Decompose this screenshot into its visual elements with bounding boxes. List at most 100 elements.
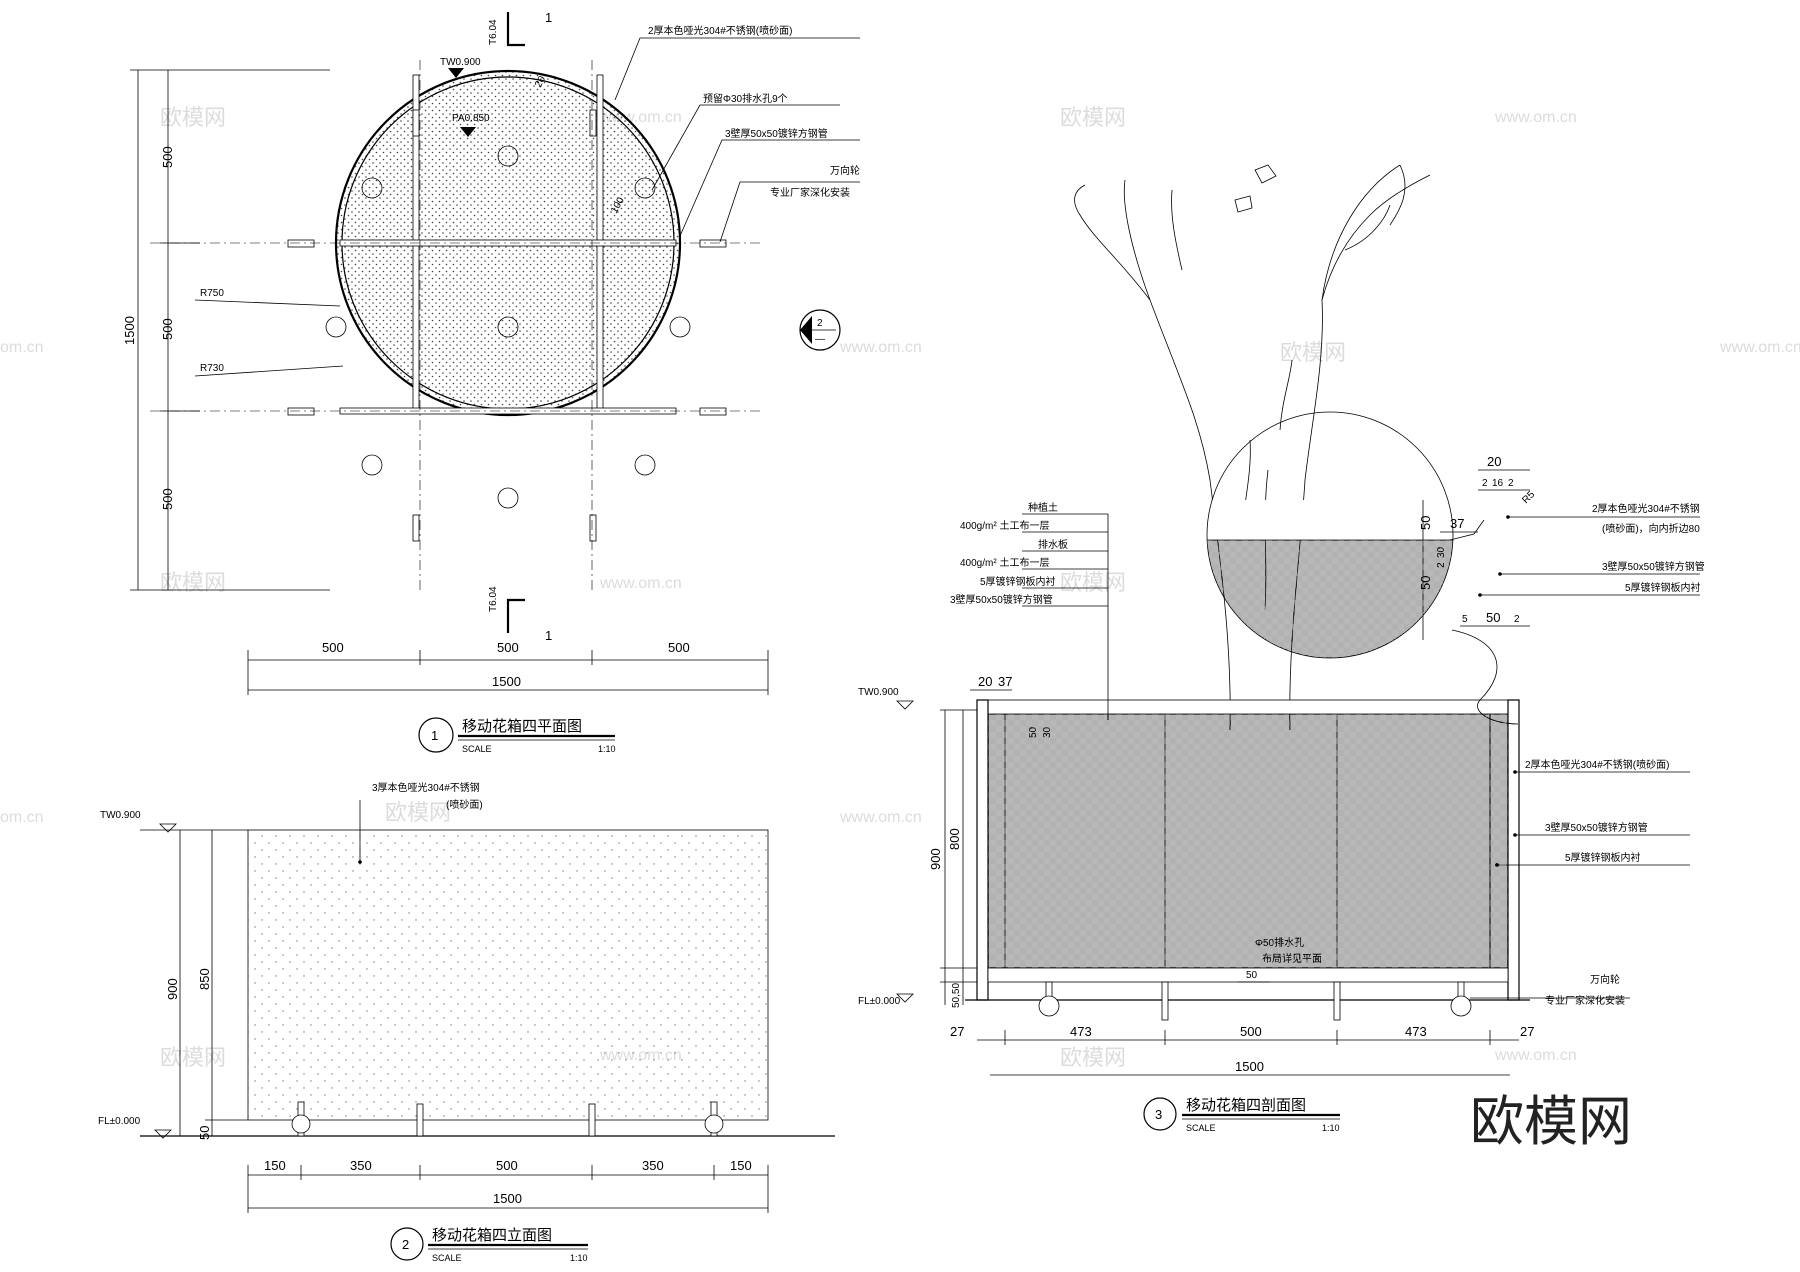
section-drain-note: 布局详见平面 (1262, 952, 1322, 965)
section-right-note: 3壁厚50x50镀锌方钢管 (1545, 821, 1648, 834)
plan-scale-value: 1:10 (598, 744, 616, 754)
plan-tw-label: TW0.900 (440, 57, 481, 68)
plan-scale-label: SCALE (462, 744, 492, 754)
detail-dim-top: 2 (1508, 478, 1514, 489)
plan-radius-outer: R750 (200, 288, 224, 299)
elevation-dim-box-height: 850 (197, 968, 212, 990)
section-dim-horizontal: 473 (1405, 1024, 1427, 1039)
elevation-dim-total-height: 900 (165, 978, 180, 1000)
brand-logo-text: 欧模网 (1470, 1092, 1632, 1152)
plan-section-marks: 1 1 T6.04 T6.04 (488, 10, 552, 643)
section-scale-value: 1:10 (1322, 1123, 1340, 1133)
section-dim-20: 20 (978, 674, 992, 689)
section-top-dims: 20 37 50 30 (970, 674, 1053, 738)
plan-title-block: 1 移动花箱四平面图 SCALE 1:10 (418, 717, 616, 754)
elevation-level-marks: TW0.900 FL±0.000 (98, 810, 177, 1139)
plan-title-number: 1 (431, 728, 438, 743)
section-top-tube (987, 699, 1509, 715)
elevation-box-face (247, 829, 769, 1121)
elevation-wheels-legs (291, 1101, 724, 1137)
section-soil-fill (987, 709, 1509, 969)
elevation-dim-horizontal: 500 (496, 1158, 518, 1173)
section-right-note: 5厚镀锌钢板内衬 (1565, 851, 1641, 864)
section-fl-label: FL±0.000 (858, 996, 901, 1007)
detail-dim-50h: 50 (1486, 610, 1500, 625)
detail-dim-5: 5 (1462, 614, 1468, 625)
plan-note: 专业厂家深化安装 (770, 186, 850, 199)
watermark-brand: 欧模网 (160, 105, 226, 130)
section-dim-37: 37 (998, 674, 1012, 689)
elevation-tw-label: TW0.900 (100, 810, 141, 821)
detail-dim-2: 2 (1436, 562, 1447, 568)
plan-section-code-top: T6.04 (488, 19, 499, 45)
section-right-note: 专业厂家深化安装 (1545, 994, 1625, 1007)
elevation-horizontal-dimensions: 150 350 500 350 150 1500 (247, 1158, 769, 1213)
section-tw-label: TW0.900 (858, 687, 899, 698)
detail-dim-top: 16 (1492, 478, 1504, 489)
plan-dim-vertical-total: 1500 (122, 316, 137, 345)
elevation-note-line2: (喷砂面) (446, 798, 483, 811)
plan-axis-lines (130, 60, 760, 591)
section-layer-callouts: 种植土 400g/m² 土工布一层 排水板 400g/m² 土工布一层 5厚镀锌… (950, 501, 1109, 720)
detail-leader-curve (1451, 629, 1519, 725)
plan-horizontal-dimensions: 500 500 500 1500 (247, 640, 769, 695)
plan-section-code-bottom: T6.04 (488, 586, 499, 612)
detail-dim-top: 20 (1487, 454, 1501, 469)
section-right-note: 2厚本色哑光304#不锈钢(喷砂面) (1525, 758, 1669, 771)
detail-dim-top: 2 (1482, 478, 1488, 489)
watermark-url: om.cn (0, 809, 44, 826)
section-right-wall (1507, 699, 1520, 1001)
detail-bubble: 20 2 16 2 R5 37 50 30 2 50 5 50 2 2厚本色哑光… (1206, 411, 1705, 725)
section-dim-top-50: 50 (1028, 726, 1039, 738)
elevation-dim-horizontal: 150 (730, 1158, 752, 1173)
detail-dim-r5: R5 (1520, 489, 1537, 506)
plan-dim-20: 20 (533, 74, 548, 90)
section-dim-base: 50,50 (951, 983, 962, 1008)
section-horizontal-dimensions: 27 473 500 473 27 1500 (950, 1024, 1534, 1076)
plan-section-mark-top: 1 (545, 10, 552, 25)
watermark-brand: 欧模网 (1280, 340, 1346, 365)
plan-annotations: 2厚本色哑光304#不锈钢(喷砂面) 预留Φ30排水孔9个 3壁厚50x50镀锌… (614, 24, 860, 243)
detail-note: 2厚本色哑光304#不锈钢 (1592, 502, 1700, 515)
plan-section-mark-bottom: 1 (545, 628, 552, 643)
watermark-brand: 欧模网 (160, 570, 226, 595)
plan-dim-horizontal: 500 (497, 640, 519, 655)
plan-dim-horizontal: 500 (322, 640, 344, 655)
section-dim-body-height: 800 (947, 828, 962, 850)
detail-note: 3壁厚50x50镀锌方钢管 (1602, 560, 1705, 573)
detail-dim-50v: 50 (1418, 516, 1433, 530)
plan-note: 3壁厚50x50镀锌方钢管 (725, 127, 828, 140)
section-left-wall (976, 699, 989, 1001)
section-layer-label: 3壁厚50x50镀锌方钢管 (950, 593, 1053, 606)
watermark-url: www.om.cn (1494, 1047, 1577, 1064)
watermark-brand: 欧模网 (385, 800, 451, 825)
elevation-vertical-dimensions: 900 850 50 (165, 830, 248, 1140)
watermark-url: www.om.cn (1719, 339, 1800, 356)
elevation-title-number: 2 (402, 1237, 409, 1252)
plan-dim-vertical: 500 (160, 146, 175, 168)
detail-note: 5厚镀锌钢板内衬 (1625, 581, 1701, 594)
section-right-callouts: 2厚本色哑光304#不锈钢(喷砂面) 3壁厚50x50镀锌方钢管 5厚镀锌钢板内… (1470, 758, 1690, 1007)
watermark-url: www.om.cn (839, 339, 922, 356)
plan-pa-label: PA0.850 (452, 113, 490, 124)
elevation-title-block: 2 移动花箱四立面图 SCALE 1:10 (390, 1227, 588, 1263)
section-wheels-legs (1038, 981, 1472, 1021)
watermark-url: www.om.cn (839, 809, 922, 826)
section-title-block: 3 移动花箱四剖面图 SCALE 1:10 (1143, 1097, 1340, 1133)
section-drain-note: Φ50排水孔 布局详见平面 50 (1238, 936, 1322, 983)
plan-dim-vertical: 500 (160, 318, 175, 340)
plan-note: 万向轮 (830, 164, 860, 177)
elevation-view: TW0.900 FL±0.000 3厚本色哑光304#不锈钢 (喷砂面) 900… (98, 781, 835, 1263)
watermark-url: om.cn (0, 339, 44, 356)
section-view: TW0.900 FL±0.000 种植土 400g/m² 土工布一层 排水板 4… (858, 164, 1690, 1133)
detail-dim-30: 30 (1436, 546, 1447, 558)
detail-dim-37: 37 (1450, 516, 1464, 531)
plan-title: 移动花箱四平面图 (462, 718, 582, 735)
section-level-marks: TW0.900 FL±0.000 (858, 687, 914, 1007)
section-vertical-dimensions: 900 800 50,50 (928, 709, 977, 1008)
section-right-note: 万向轮 (1590, 973, 1620, 986)
elevation-scale-label: SCALE (432, 1253, 462, 1263)
section-dim-horizontal: 500 (1240, 1024, 1262, 1039)
watermark-brand: 欧模网 (160, 1045, 226, 1070)
watermark-brand: 欧模网 (1060, 105, 1126, 130)
